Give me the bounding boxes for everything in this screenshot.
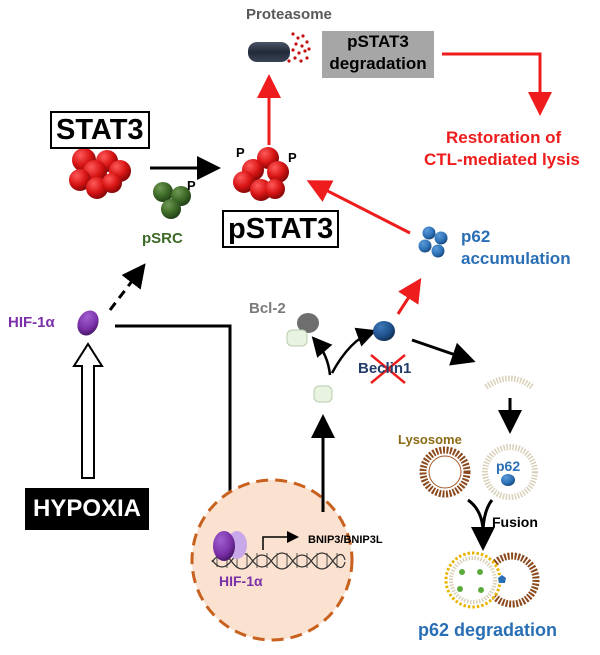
psrc-phospho: P — [187, 178, 196, 193]
arrow-hypoxia-to-hif1a — [72, 342, 104, 479]
p62-degradation-label: p62 degradation — [418, 620, 558, 640]
bnip3-label: BNIP3/BNIP3L — [308, 534, 383, 546]
pstat3-phospho-left: P — [236, 145, 245, 160]
p62-accumulation-label-line2: accumulation — [461, 249, 571, 268]
arrow-to-bcl2 — [311, 336, 333, 376]
autophagosome-p62-label: p62 — [496, 458, 521, 474]
arrow-hif1a-to-psrc — [108, 263, 146, 311]
proteasome-icon — [248, 32, 311, 63]
arrow-to-beclin1 — [330, 327, 377, 374]
arrow-degradation-to-restoration — [442, 52, 552, 116]
proteasome-label: Proteasome — [246, 6, 332, 23]
bcl2-bnip3-complex-icon — [286, 313, 319, 347]
hif1a-subunit-icon — [213, 531, 235, 561]
pstat3-degradation-box — [322, 31, 434, 78]
bnip3-protein-icon — [313, 385, 333, 403]
restoration-label-line2: CTL-mediated lysis — [424, 150, 580, 169]
nucleus-hif1a-label: HIF-1α — [219, 573, 263, 589]
lysosome-label: Lysosome — [398, 432, 462, 447]
beclin1-label: Beclin1 — [358, 360, 412, 377]
pstat3-degradation-label-line1: pSTAT3 — [347, 32, 409, 51]
phagophore-icon — [484, 375, 534, 390]
p62-cluster-icon — [418, 226, 448, 258]
transcription-arrow — [262, 531, 299, 550]
stat3-protein-icon — [69, 148, 131, 199]
arrow-beclin1-to-p62-accumulation — [396, 277, 422, 315]
hif1a-label: HIF-1α — [8, 314, 55, 331]
pstat3-degradation-label-line2: degradation — [329, 54, 427, 73]
psrc-label: pSRC — [142, 230, 183, 247]
bcl2-label: Bcl-2 — [249, 300, 286, 317]
lysosome-icon — [419, 446, 471, 498]
autolysosome-icon — [444, 551, 540, 609]
pstat3-phospho-right: P — [288, 150, 297, 165]
arrow-p62-to-pstat3 — [306, 180, 411, 235]
psrc-protein-icon — [153, 182, 191, 219]
stat3-label: STAT3 — [50, 111, 150, 149]
lysosome-inner-ring — [428, 455, 462, 489]
autophagosome-icon — [482, 444, 538, 500]
arrow-to-phagophore — [411, 338, 476, 366]
beclin1-protein-icon — [373, 321, 395, 341]
fusion-arrow — [467, 498, 495, 551]
pstat3-label: pSTAT3 — [222, 210, 340, 248]
restoration-label-line1: Restoration of — [446, 128, 562, 147]
pstat3-protein-icon — [233, 147, 289, 201]
beclin1-inhibited-icon — [370, 354, 406, 384]
p62-accumulation-label-line1: p62 — [461, 227, 491, 246]
hypoxia-box — [25, 488, 149, 530]
hif1a-protein-icon — [77, 310, 99, 336]
autophagosome-p62-protein-icon — [501, 474, 515, 486]
hypoxia-label: HYPOXIA — [32, 495, 142, 522]
arrow-hif1a-to-nucleus — [115, 324, 242, 526]
fusion-label: Fusion — [492, 514, 538, 530]
